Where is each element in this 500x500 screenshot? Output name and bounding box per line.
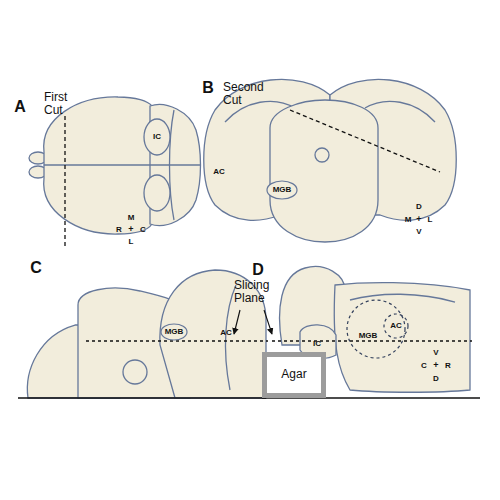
midline xyxy=(44,164,200,165)
axis-cross: + xyxy=(433,361,438,371)
axis-letter: V xyxy=(416,228,421,237)
axis-letter: M xyxy=(128,214,135,223)
axis-letter: D xyxy=(433,375,439,384)
target-circle: AC xyxy=(383,313,409,339)
hemisphere-block xyxy=(334,283,470,393)
agar-block: Agar xyxy=(262,352,326,398)
region-label: AC xyxy=(390,322,402,331)
axis-letter: C xyxy=(140,226,146,235)
axis-letter: L xyxy=(129,238,134,247)
cut-label: Second Cut xyxy=(223,81,281,107)
region-label: MGB xyxy=(165,328,184,337)
axis-cross: + xyxy=(128,225,133,235)
region-label: MGB xyxy=(273,186,292,195)
axis-letter: R xyxy=(445,362,451,371)
colliculus-outline xyxy=(144,175,170,211)
axis-cross: + xyxy=(416,215,421,225)
axis-letter: L xyxy=(428,216,433,225)
region-label: MGB xyxy=(359,332,378,341)
node-shape xyxy=(267,181,297,199)
node-shape xyxy=(347,300,405,358)
axis-letter: D xyxy=(416,203,422,212)
target-circle: MGB AC xyxy=(346,299,406,359)
region-label: IC xyxy=(153,133,161,142)
cut-label: First Cut xyxy=(44,91,80,117)
colliculus-outline xyxy=(144,119,170,155)
panel-letter: C xyxy=(30,259,42,277)
slicing-plane-line xyxy=(86,340,268,341)
nucleus-oval: MGB xyxy=(266,180,298,200)
region-label: AC xyxy=(220,329,232,338)
axis-letter: C xyxy=(421,362,427,371)
region-label: IC xyxy=(313,340,321,349)
aqueduct-outline xyxy=(123,360,147,384)
aqueduct-outline xyxy=(315,148,329,162)
leader-arrow xyxy=(264,310,272,334)
plane-label: Slicing Plane xyxy=(234,279,290,305)
region-label: AC xyxy=(213,168,225,177)
block-label: Agar xyxy=(281,368,306,381)
panel-letter: D xyxy=(252,261,264,279)
cortex-line xyxy=(350,294,455,302)
axis-letter: V xyxy=(433,349,438,358)
base-line xyxy=(18,397,266,399)
second-cut-line xyxy=(290,110,440,172)
node-shape xyxy=(161,324,187,340)
panel-letter: B xyxy=(202,79,214,97)
axis-letter: M xyxy=(405,216,412,225)
axis-letter: R xyxy=(116,226,122,235)
first-cut-line xyxy=(64,116,65,246)
brainstem-outline xyxy=(270,100,378,242)
node-shape xyxy=(384,314,408,338)
slicing-plane-line xyxy=(272,340,472,341)
leader-arrow xyxy=(234,310,240,334)
nucleus-oval: MGB xyxy=(160,323,188,341)
panel-letter: A xyxy=(14,98,26,116)
